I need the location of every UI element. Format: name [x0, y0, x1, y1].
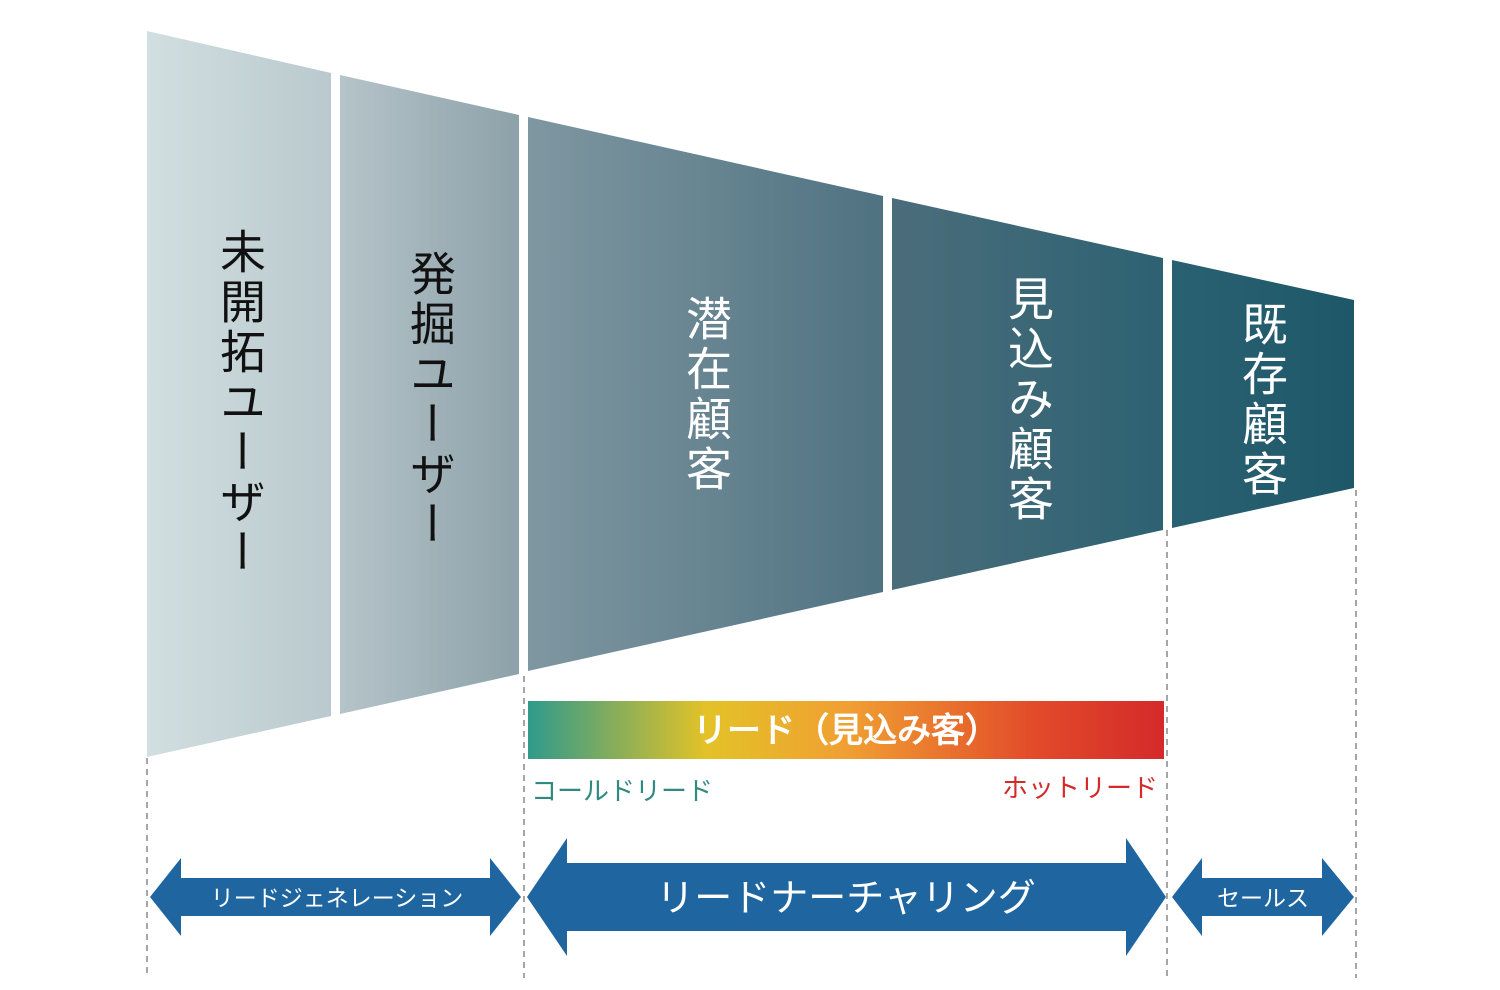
funnel-stages: 未開拓ユーザー 発掘ユーザー 潜在顧客 見込み顧客 既存顧客 — [147, 31, 1354, 757]
stage-unexplored-shape — [147, 31, 331, 757]
stage-potential-label: 潜在顧客 — [679, 295, 733, 495]
stage-discovered-label: 発掘ユーザー — [403, 250, 457, 550]
lead-generation-label: リードジェネレーション — [211, 886, 464, 912]
stage-prospect-label: 見込み顧客 — [1001, 275, 1055, 525]
guide-lines — [146, 490, 1357, 978]
cold-lead-label: コールドリード — [531, 777, 713, 807]
stage-unexplored-label: 未開拓ユーザー — [213, 228, 267, 578]
stage-discovered-shape — [340, 75, 519, 714]
hot-lead-label: ホットリード — [1002, 774, 1158, 804]
sales-label: セールス — [1217, 886, 1309, 912]
phase-arrows: リードジェネレーション リードナーチャリング セールス — [150, 838, 1354, 956]
lead-bar-group: リード（見込み客） コールドリード ホットリード — [528, 701, 1164, 807]
lead-nurturing-label: リードナーチャリング — [656, 876, 1036, 920]
lead-generation-arrow — [150, 858, 521, 936]
sales-arrow — [1172, 858, 1354, 936]
stage-prospect-shape — [892, 198, 1163, 590]
lead-bar — [528, 701, 1164, 759]
lead-nurturing-arrow — [527, 838, 1166, 956]
stage-existing-label: 既存顧客 — [1235, 300, 1289, 500]
stage-existing-shape — [1172, 260, 1354, 528]
stage-potential-shape — [528, 117, 883, 671]
lead-bar-label: リード（見込み客） — [693, 711, 999, 751]
